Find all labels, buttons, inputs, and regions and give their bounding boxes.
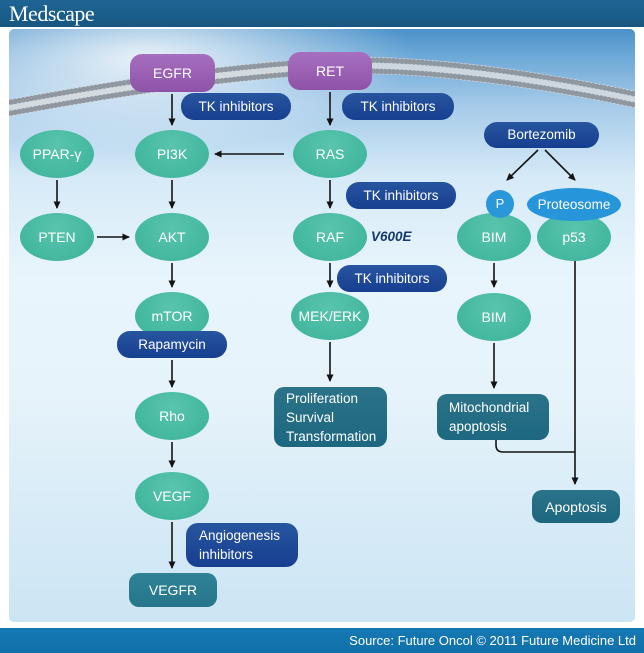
tk-inhibitors-ras: TK inhibitors	[346, 182, 456, 209]
tk-inhibitors-ret: TK inhibitors	[342, 93, 454, 120]
rapamycin-inhibitor: Rapamycin	[117, 331, 227, 358]
tk-inhibitors-raf: TK inhibitors	[337, 265, 447, 292]
pten-node: PTEN	[20, 213, 94, 261]
vegfr-outcome: VEGFR	[129, 573, 217, 607]
phospho-p-badge: P	[486, 190, 514, 218]
pathway-arrows	[53, 92, 579, 569]
footer-bar: Source: Future Oncol © 2011 Future Medic…	[0, 628, 644, 653]
bim-lower-node: BIM	[457, 293, 531, 341]
rho-node: Rho	[135, 392, 209, 440]
bortezomib-inhibitor: Bortezomib	[484, 122, 599, 148]
angiogenesis-inhibitors: Angiogenesis inhibitors	[186, 523, 298, 567]
apoptosis-outcome: Apoptosis	[532, 490, 620, 523]
arrow-bortezomib-proteosome	[544, 149, 576, 181]
vegf-node: VEGF	[135, 472, 209, 520]
raf-node: RAF	[293, 213, 367, 261]
ppar-gamma-node: PPAR-γ	[20, 130, 94, 178]
mek-erk-node: MEK/ERK	[291, 292, 369, 340]
proliferation-outcome: Proliferation Survival Transformation	[274, 387, 387, 447]
tk-inhibitors-egfr: TK inhibitors	[181, 93, 291, 120]
mitochondrial-apoptosis-outcome: Mitochondrial apoptosis	[437, 394, 549, 440]
bim-upper-node: BIM	[457, 213, 531, 261]
line-mitochondrial-elbow	[495, 440, 575, 453]
pi3k-node: PI3K	[135, 130, 209, 178]
ret-receptor: RET	[288, 52, 372, 90]
akt-node: AKT	[135, 213, 209, 261]
proteosome-node: Proteosome	[527, 188, 621, 221]
medscape-logo: Medscape	[9, 0, 95, 26]
ras-node: RAS	[293, 130, 367, 178]
v600e-annotation: V600E	[371, 229, 412, 244]
p53-node: p53	[537, 213, 611, 261]
source-credit: Source: Future Oncol © 2011 Future Medic…	[349, 633, 636, 648]
egfr-receptor: EGFR	[130, 54, 215, 92]
arrow-bortezomib-p	[506, 149, 539, 181]
header-bar: Medscape	[0, 0, 644, 27]
